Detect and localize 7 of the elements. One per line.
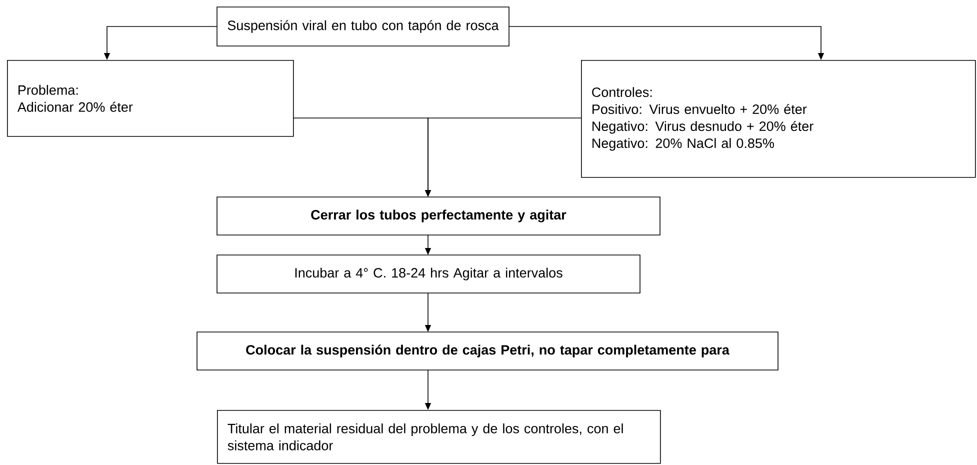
process-box: Cerrar los tubos perfectamente y agitar [216, 196, 660, 236]
process-box: Problema: Adicionar 20% éter [7, 60, 294, 137]
process-box: Titular el material residual del problema y de los controles, con el sistema indicador [217, 410, 661, 464]
process-box: Colocar la suspensión dentro de cajas Petri, no tapar completamente para [196, 332, 778, 370]
process-box: Controles: Positivo: Virus envuelto + 20% éter Negativo: Virus desnudo + 20% éter Negativo: 20% NaCl al 0.85% [581, 60, 976, 178]
process-box: Suspensión viral en tubo con tapón de rosca [216, 6, 510, 46]
process-box: Incubar a 4° C. 18-24 hrs Agitar a intervalos [216, 254, 640, 294]
